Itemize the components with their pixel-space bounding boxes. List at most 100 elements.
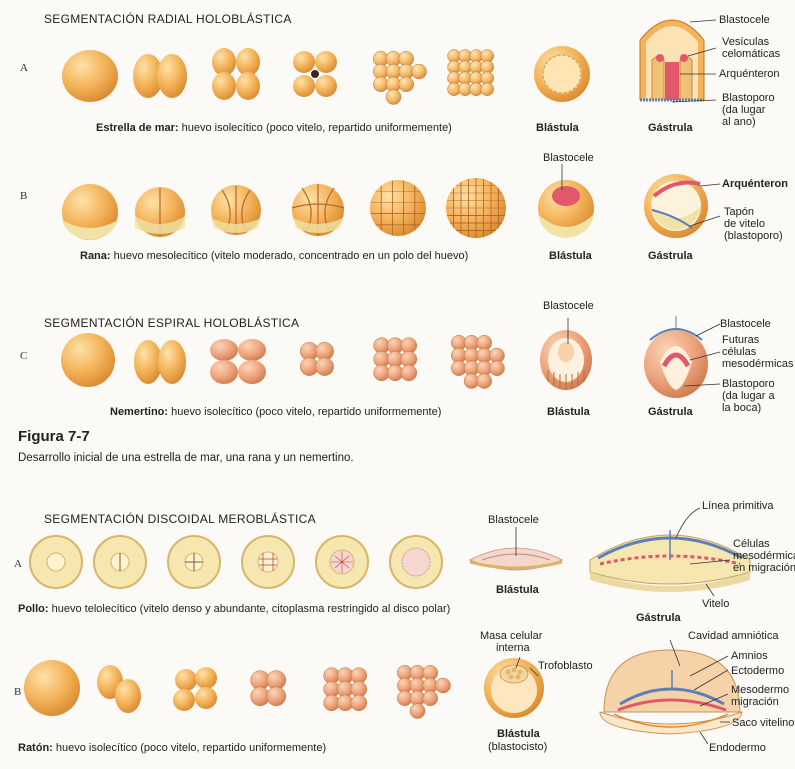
chicken-egg-6	[389, 535, 443, 589]
nemertean-blastula-label: Blástula	[547, 406, 590, 418]
label-amnios: Amnios	[731, 650, 768, 662]
section-title-discoidal: SEGMENTACIÓN DISCOIDAL MEROBLÁSTICA	[44, 512, 316, 526]
caption-starfish: Estrella de mar: huevo isolecítico (poco…	[96, 122, 452, 134]
frog-blastula-label: Blástula	[549, 250, 592, 262]
starfish-4-cell	[212, 48, 260, 100]
label-mesodermicas-d: mesodérmicas	[733, 550, 795, 562]
label-blastoporo-b: (blastoporo)	[724, 230, 783, 242]
frog-2-cell	[135, 187, 185, 237]
nemertean-morula	[451, 335, 505, 389]
nemertean-4-cell	[210, 339, 266, 384]
label-mesodermo: Mesodermo	[731, 684, 790, 696]
row-letter-c: C	[20, 350, 28, 362]
nemertean-zygote	[61, 333, 115, 387]
chicken-gastrula-label: Gástrula	[636, 612, 681, 624]
label-al-ano: al ano)	[722, 116, 756, 128]
label-la-boca: la boca)	[722, 402, 762, 414]
mouse-zygote	[24, 660, 80, 716]
label-de-vitelo: de vitelo	[724, 218, 765, 230]
label-masa-celular: Masa celular	[480, 630, 543, 642]
chicken-blastula	[469, 547, 563, 571]
label-da-lugar: (da lugar	[722, 104, 766, 116]
section-title-radial: SEGMENTACIÓN RADIAL HOLOBLÁSTICA	[44, 12, 292, 26]
caption-chicken: Pollo: huevo telolecítico (vitelo denso …	[18, 603, 451, 615]
frog-gastrula	[644, 174, 708, 238]
chicken-egg-2	[93, 535, 147, 589]
frog-4-cell	[211, 185, 261, 235]
mouse-embryo	[599, 649, 743, 735]
mouse-2-cell	[97, 665, 141, 713]
row-letter-b: B	[20, 190, 28, 202]
label-blastocele-c2: Blastocele	[720, 318, 771, 330]
label-futuras: Futuras	[722, 334, 760, 346]
nemertean-8-cell	[300, 342, 334, 376]
label-arquenteron-b: Arquénteron	[722, 178, 788, 190]
label-saco-vitelino: Saco vitelino	[732, 717, 795, 729]
chicken-egg-3	[167, 535, 221, 589]
starfish-morula-2	[447, 49, 494, 96]
frog-blastula	[538, 180, 594, 238]
mouse-blastocyst-label: (blastocisto)	[488, 741, 548, 753]
nemertean-label-lines	[567, 318, 721, 387]
starfish-blastula-label: Blástula	[536, 122, 579, 134]
label-interna: interna	[496, 642, 530, 654]
starfish-8-cell	[293, 51, 337, 97]
label-endodermo: Endodermo	[709, 742, 766, 754]
label-vesiculas: Vesículas	[722, 36, 770, 48]
label-blastoporo-c: Blastoporo	[722, 378, 775, 390]
frog-zygote	[62, 184, 118, 240]
label-ectodermo: Ectodermo	[731, 665, 785, 677]
mouse-8-cell	[250, 670, 287, 707]
chicken-egg-5	[315, 535, 369, 589]
label-blastoporo-a: Blastoporo	[722, 92, 775, 104]
chicken-blastula-label: Blástula	[496, 584, 539, 596]
starfish-zygote	[62, 50, 118, 102]
starfish-gastrula	[639, 19, 705, 102]
row-letter-b2: B	[14, 686, 22, 698]
row-letter-a2: A	[14, 558, 22, 570]
mouse-morula-2	[397, 665, 451, 719]
label-vitelo: Vitelo	[702, 598, 730, 610]
starfish-label-lines	[671, 19, 717, 103]
mouse-label-lines	[515, 639, 730, 745]
frog-16-cell	[370, 180, 426, 236]
mouse-blastocyst	[484, 658, 544, 718]
label-tapon: Tapón	[724, 206, 754, 218]
caption-mouse: Ratón: huevo isolecítico (poco vitelo, r…	[18, 742, 327, 754]
label-linea-primitiva: Línea primitiva	[702, 500, 774, 512]
label-celulas: células	[722, 346, 757, 358]
chicken-gastrula	[589, 530, 751, 592]
label-blastocele-d: Blastocele	[488, 514, 539, 526]
starfish-blastula	[534, 46, 590, 102]
label-blastocele-b: Blastocele	[543, 152, 594, 164]
label-cavidad-amniotica: Cavidad amniótica	[688, 630, 779, 642]
row-letter-a: A	[20, 62, 28, 74]
nemertean-gastrula	[644, 316, 708, 398]
chicken-label-lines	[515, 507, 731, 597]
caption-frog: Rana: huevo mesolecítico (vitelo moderad…	[80, 250, 469, 262]
frog-label-lines	[561, 164, 721, 227]
label-celomaticas: celomáticas	[722, 48, 781, 60]
mouse-4-cell	[173, 667, 217, 711]
label-migracion: migración	[731, 696, 779, 708]
caption-nemertean: Nemertino: huevo isolecítico (poco vitel…	[110, 406, 442, 418]
starfish-morula-1	[373, 51, 427, 105]
nemertean-2-cell	[134, 340, 186, 384]
label-en-migracion: en migración	[733, 562, 795, 574]
figure-label: Figura 7-7	[18, 428, 90, 445]
chicken-egg-4	[241, 535, 295, 589]
nemertean-16-cell	[373, 337, 418, 382]
label-blastocele-c1: Blastocele	[543, 300, 594, 312]
figure-caption: Desarrollo inicial de una estrella de ma…	[18, 452, 354, 464]
nemertean-gastrula-label: Gástrula	[648, 406, 693, 418]
nemertean-blastula	[540, 330, 592, 390]
label-arquenteron-a: Arquénteron	[719, 68, 780, 80]
label-mesodermicas: mesodérmicas	[722, 358, 794, 370]
mouse-blastula-label: Blástula	[497, 728, 540, 740]
mouse-morula-1	[323, 667, 368, 712]
label-celulas-d: Células	[733, 538, 770, 550]
label-trofoblasto: Trofoblasto	[538, 660, 593, 672]
section-title-spiral: SEGMENTACIÓN ESPIRAL HOLOBLÁSTICA	[44, 316, 300, 330]
chicken-egg-1	[29, 535, 83, 589]
